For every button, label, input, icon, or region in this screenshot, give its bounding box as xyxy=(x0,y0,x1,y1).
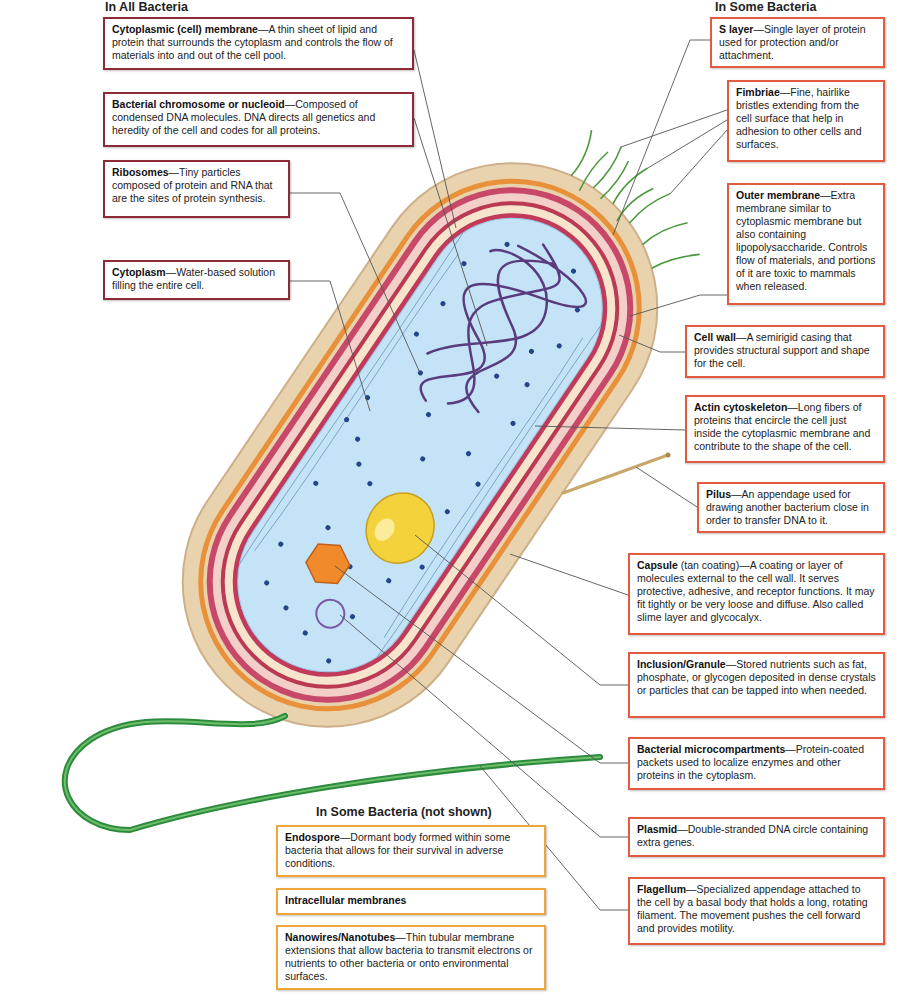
leader-line xyxy=(670,130,727,194)
leader-line xyxy=(415,535,628,685)
callout-box: Flagellum—Specialized appendage attached… xyxy=(628,877,885,945)
leader-line xyxy=(636,467,697,507)
leader-line xyxy=(648,120,727,168)
leader-line xyxy=(340,615,628,837)
flagellum xyxy=(65,716,600,830)
callout-heading: Pilus xyxy=(706,488,731,500)
peptidoglycan-band xyxy=(185,165,656,725)
callout-box: Cytoplasm—Water-based solution filling t… xyxy=(103,260,290,300)
outer-membrane xyxy=(160,140,680,750)
leader-line xyxy=(290,281,370,411)
section-heading: In Some Bacteria xyxy=(715,0,816,14)
callout-body: —An appendage used for drawing another b… xyxy=(706,488,869,526)
callout-heading: Nanowires/Nanotubes xyxy=(285,931,395,943)
leader-line xyxy=(621,110,727,147)
cell-wall xyxy=(168,149,672,742)
callout-heading: Inclusion/Granule xyxy=(637,658,726,670)
callout-heading: Actin cytoskeleton xyxy=(694,401,787,413)
granule-highlight xyxy=(370,515,398,545)
flagellum-highlight xyxy=(65,716,600,830)
leader-line xyxy=(335,566,628,763)
callout-heading: Plasmid xyxy=(637,823,677,835)
callout-box: Ribosomes—Tiny particles composed of pro… xyxy=(103,160,290,218)
callout-heading: Cytoplasm xyxy=(112,266,166,278)
callout-heading: Outer membrane xyxy=(736,189,820,201)
callout-box: Pilus—An appendage used for drawing anot… xyxy=(697,482,885,533)
pilus-tip xyxy=(666,453,671,458)
microcompartment xyxy=(300,535,356,593)
periplasm-band xyxy=(179,160,661,731)
s-layer xyxy=(151,132,688,758)
callout-box: Outer membrane—Extra membrane similar to… xyxy=(727,183,885,305)
pilus xyxy=(563,455,668,493)
callout-heading: Endospore xyxy=(285,831,340,843)
callout-heading: Fimbriae xyxy=(736,86,780,98)
callout-heading: Bacterial chromosome or nucleoid xyxy=(112,98,285,110)
callout-box: Nanowires/Nanotubes—Thin tubular membran… xyxy=(276,925,546,990)
callout-heading: Intracellular membranes xyxy=(285,894,406,906)
callout-box: Bacterial chromosome or nucleoid—Compose… xyxy=(103,92,414,147)
section-heading: In Some Bacteria (not shown) xyxy=(316,805,492,819)
leader-line xyxy=(619,335,685,352)
leader-line xyxy=(510,554,628,595)
inclusion-granule xyxy=(353,480,448,577)
callout-heading: Bacterial microcompartments xyxy=(637,743,785,755)
nucleoid-dna xyxy=(401,222,600,444)
leader-line xyxy=(613,40,710,235)
fimbriae xyxy=(546,128,725,287)
callout-box: Intracellular membranes xyxy=(276,888,546,915)
plasmid-ring xyxy=(311,594,350,633)
callout-heading: Ribosomes xyxy=(112,166,169,178)
callout-body: —Extra membrane similar to cytoplasmic m… xyxy=(736,189,875,292)
callout-box: Cytoplasmic (cell) membrane—A thin sheet… xyxy=(103,17,414,70)
callout-box: Cell wall—A semirigid casing that provid… xyxy=(685,325,885,378)
callout-box: Plasmid—Double-stranded DNA circle conta… xyxy=(628,817,885,857)
leader-line xyxy=(535,426,685,430)
cytoplasmic-membrane xyxy=(196,176,644,713)
callout-heading: Cell wall xyxy=(694,331,736,343)
callout-box: Endospore—Dormant body formed within som… xyxy=(276,825,546,877)
callout-box: Fimbriae—Fine, hairlike bristles extendi… xyxy=(727,80,885,162)
callout-heading: Flagellum xyxy=(637,883,686,895)
leader-line xyxy=(414,118,487,346)
callout-heading: Capsule xyxy=(637,559,678,571)
callout-box: Bacterial microcompartments—Protein-coat… xyxy=(628,737,885,790)
callout-box: Capsule(tan coating)—A coating or layer … xyxy=(628,553,885,635)
callout-heading: S layer xyxy=(719,23,753,35)
callout-box: Actin cytoskeleton—Long fibers of protei… xyxy=(685,395,885,463)
leader-line xyxy=(290,193,420,373)
callout-box: S layer—Single layer of protein used for… xyxy=(710,17,885,68)
callout-box: Inclusion/Granule—Stored nutrients such … xyxy=(628,652,885,718)
section-heading: In All Bacteria xyxy=(105,0,188,14)
callout-heading: Cytoplasmic (cell) membrane xyxy=(112,23,258,35)
leader-line xyxy=(630,295,727,316)
